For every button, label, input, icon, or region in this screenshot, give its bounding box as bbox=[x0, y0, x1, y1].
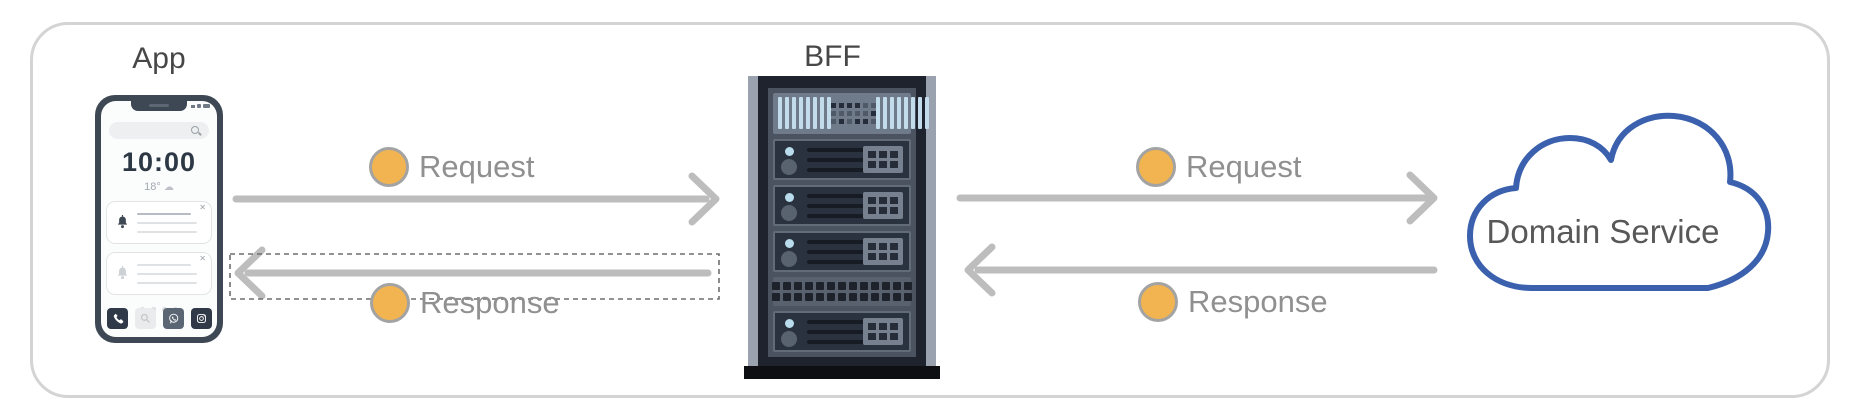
phone-app-dock bbox=[101, 308, 217, 329]
bff-to-app-response-arrow bbox=[234, 246, 712, 300]
phone-status-icons bbox=[191, 104, 210, 108]
server-blade-unit bbox=[773, 138, 911, 180]
request-step-marker bbox=[1136, 147, 1176, 187]
phone-speaker bbox=[149, 104, 169, 107]
cloud-outline bbox=[1467, 112, 1772, 291]
weather-cloud-icon: ☁ bbox=[163, 182, 174, 193]
phone-screen: 10:00 18° ☁ ✕ ✕ bbox=[101, 101, 217, 337]
domain-service-cloud bbox=[1467, 112, 1772, 291]
phone-clock: 10:00 bbox=[121, 147, 197, 177]
phone-icon bbox=[106, 308, 128, 329]
close-icon: ✕ bbox=[199, 254, 206, 263]
bff-node-title: BFF bbox=[804, 40, 861, 73]
search-icon bbox=[191, 126, 199, 134]
response-step-marker bbox=[370, 283, 410, 323]
domain-service-title: Domain Service bbox=[1486, 213, 1720, 250]
request-step-marker bbox=[369, 147, 409, 187]
temperature-text: 18° bbox=[144, 181, 161, 193]
instagram-icon bbox=[190, 308, 212, 329]
notification-card: ✕ bbox=[106, 252, 212, 295]
power-led bbox=[785, 146, 794, 156]
response-label-text: Response bbox=[420, 285, 560, 320]
bff-server-rack bbox=[748, 76, 936, 367]
notification-card: ✕ bbox=[106, 201, 212, 244]
response-step-marker bbox=[1138, 282, 1178, 322]
app-bff-request-label: Request bbox=[369, 147, 534, 187]
rack-cabinet bbox=[758, 76, 929, 367]
power-led bbox=[785, 319, 794, 328]
rack-base bbox=[744, 366, 940, 379]
phone-search-bar bbox=[109, 122, 209, 139]
request-label-text: Request bbox=[1186, 149, 1302, 184]
power-led bbox=[785, 192, 794, 202]
search-app-icon bbox=[134, 308, 156, 329]
bff-domain-response-label: Response bbox=[1138, 282, 1328, 322]
server-blade-unit bbox=[773, 184, 911, 226]
phone-weather: 18° ☁ bbox=[101, 181, 217, 193]
phone-notch bbox=[131, 101, 187, 111]
request-label-text: Request bbox=[419, 149, 535, 184]
power-led bbox=[785, 238, 794, 248]
server-blade-unit bbox=[773, 311, 911, 352]
close-icon: ✕ bbox=[199, 203, 206, 212]
bell-icon bbox=[117, 214, 128, 229]
whatsapp-icon bbox=[162, 308, 184, 329]
server-blade-unit bbox=[773, 230, 911, 272]
patch-panel-unit bbox=[772, 276, 912, 306]
app-bff-response-label: Response bbox=[370, 283, 560, 323]
domain-to-bff-response-arrow bbox=[964, 243, 1438, 297]
rack-vent-unit bbox=[773, 93, 929, 134]
response-label-text: Response bbox=[1188, 284, 1328, 319]
response-highlight-dashed-box bbox=[229, 253, 720, 300]
app-to-bff-request-arrow bbox=[232, 172, 720, 226]
app-phone: 10:00 18° ☁ ✕ ✕ bbox=[95, 95, 223, 343]
bell-icon bbox=[117, 265, 128, 280]
app-node-title: App bbox=[132, 42, 186, 75]
bff-domain-request-label: Request bbox=[1136, 147, 1301, 187]
bff-to-domain-request-arrow bbox=[956, 171, 1438, 225]
